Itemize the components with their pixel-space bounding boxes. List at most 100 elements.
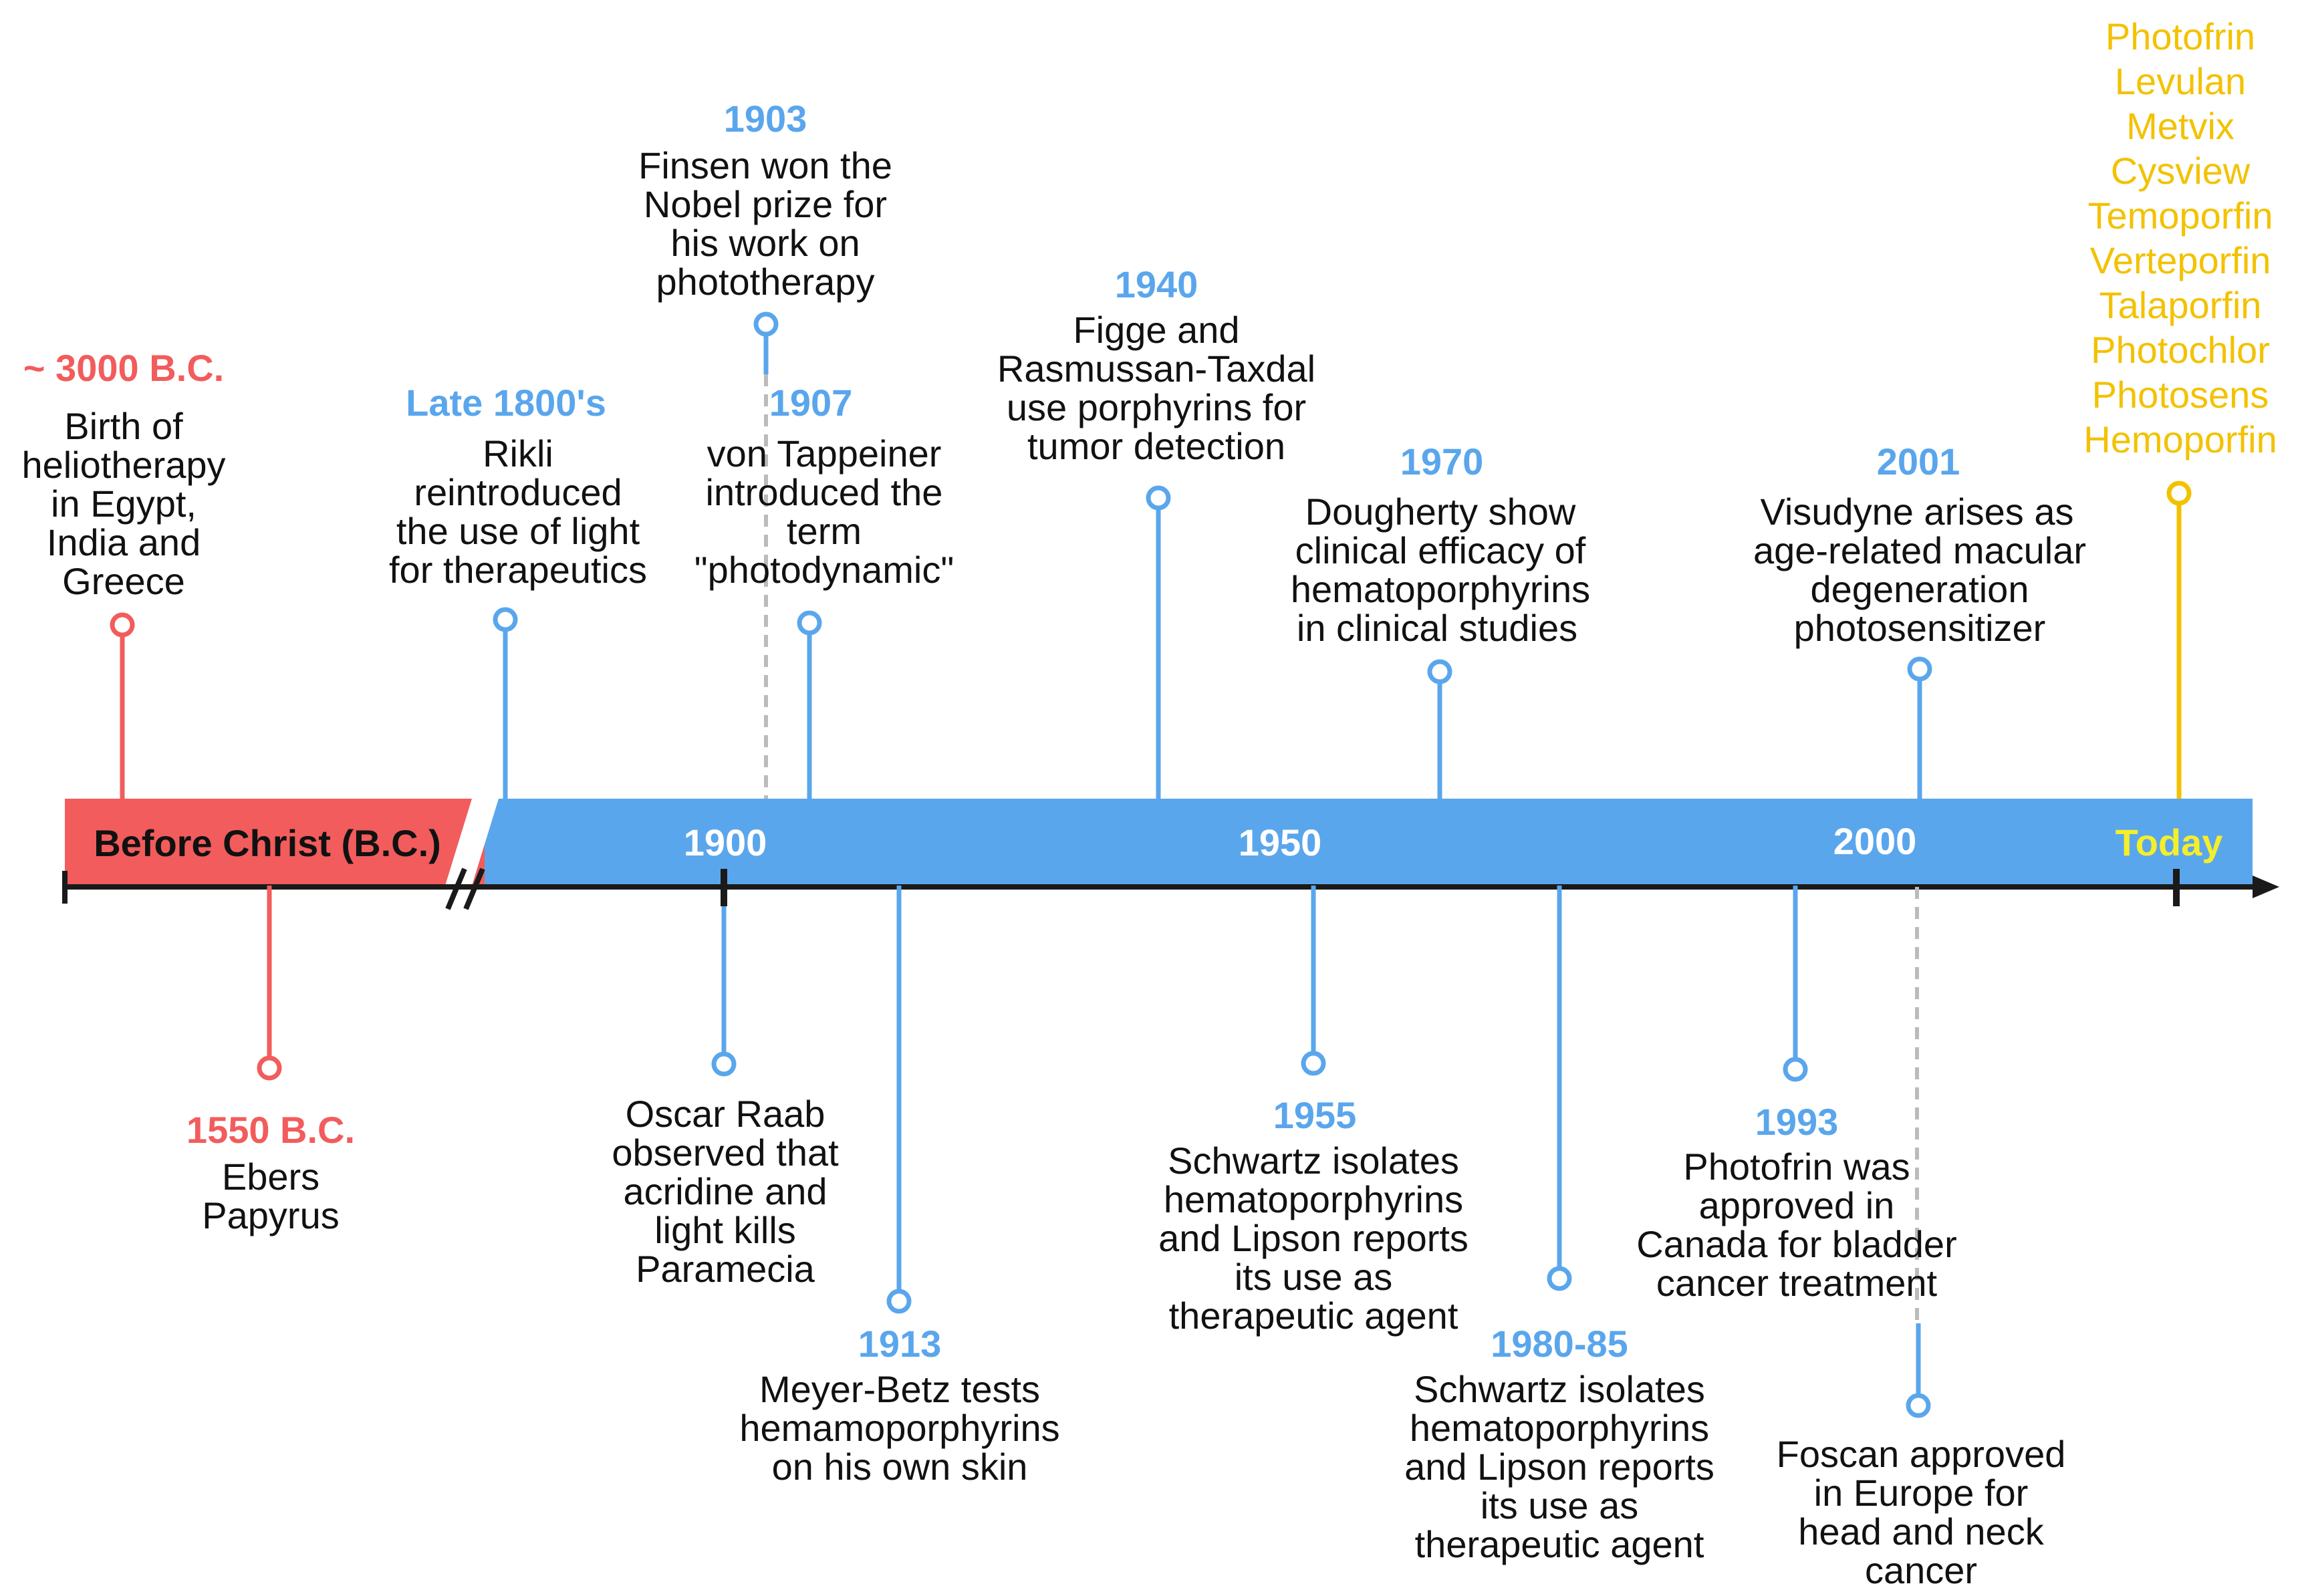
svg-text:heliotherapy: heliotherapy — [21, 444, 225, 486]
svg-text:in Egypt,: in Egypt, — [51, 483, 197, 525]
axis-label-1950: 1950 — [1239, 821, 1322, 863]
svg-text:Figge and: Figge and — [1073, 309, 1239, 351]
event-text-1907: von Tappeiner introduced the term "photo… — [694, 432, 954, 591]
drug-item: Photosens — [2092, 374, 2269, 416]
axis-arrow-icon — [2253, 876, 2279, 898]
svg-text:Schwartz isolates: Schwartz isolates — [1168, 1140, 1459, 1182]
drug-item: Metvix — [2126, 105, 2235, 147]
axis-label-2000: 2000 — [1833, 820, 1917, 862]
event-text-2001: Visudyne arises as age-related macular d… — [1753, 491, 2086, 649]
svg-text:tumor detection: tumor detection — [1027, 425, 1285, 467]
svg-text:term: term — [787, 510, 862, 552]
svg-text:von Tappeiner: von Tappeiner — [707, 432, 942, 475]
marker-1980 — [1547, 886, 1572, 1291]
event-year-1913: 1913 — [858, 1323, 942, 1365]
marker-1993 — [1783, 886, 1808, 1082]
drug-item: Cysview — [2111, 150, 2251, 192]
svg-text:observed that: observed that — [612, 1132, 839, 1174]
svg-text:India and: India and — [47, 521, 201, 563]
svg-text:Photofrin was: Photofrin was — [1683, 1146, 1910, 1188]
svg-text:Greece: Greece — [62, 560, 185, 602]
svg-text:hematoporphyrins: hematoporphyrins — [1291, 568, 1590, 610]
svg-text:Ebers: Ebers — [222, 1156, 320, 1198]
marker-1940 — [1146, 485, 1171, 799]
marker-bc3000 — [110, 612, 135, 799]
event-text-foscan: Foscan approved in Europe for head and n… — [1777, 1433, 2066, 1591]
event-text-1913: Meyer-Betz tests hemamoporphyrins on his… — [739, 1368, 1059, 1488]
event-year-2001: 2001 — [1877, 440, 1960, 483]
svg-text:degeneration: degeneration — [1811, 568, 2029, 610]
marker-1970 — [1427, 659, 1452, 799]
svg-text:Schwartz isolates: Schwartz isolates — [1414, 1368, 1705, 1410]
svg-text:introduced the: introduced the — [706, 471, 943, 513]
svg-text:and Lipson reports: and Lipson reports — [1404, 1446, 1714, 1488]
event-year-1955: 1955 — [1273, 1094, 1357, 1136]
svg-text:"photodynamic": "photodynamic" — [694, 549, 954, 591]
marker-bc1550 — [257, 886, 282, 1081]
drug-item: Verteporfin — [2090, 239, 2271, 281]
band-break — [445, 799, 499, 886]
svg-text:approved in: approved in — [1699, 1184, 1895, 1226]
bc-band — [65, 799, 493, 886]
drug-item: Photofrin — [2105, 15, 2255, 57]
svg-text:cancer treatment: cancer treatment — [1656, 1262, 1938, 1304]
svg-text:Dougherty show: Dougherty show — [1305, 491, 1576, 533]
axis-break-mark-1 — [445, 868, 467, 910]
marker-1900 — [711, 906, 737, 1077]
event-year-1993: 1993 — [1755, 1101, 1839, 1143]
event-year-1970: 1970 — [1400, 440, 1484, 483]
event-year-1980: 1980-85 — [1491, 1323, 1628, 1365]
event-text-1980: Schwartz isolates hematoporphyrins and L… — [1404, 1368, 1714, 1565]
svg-text:Finsen won the: Finsen won the — [638, 144, 892, 186]
svg-text:his work on: his work on — [670, 222, 860, 264]
svg-text:phototherapy: phototherapy — [656, 261, 875, 303]
axis-break-mark-2 — [463, 868, 485, 910]
svg-text:on his own skin: on his own skin — [772, 1446, 1028, 1488]
event-text-late1800: Rikli reintroduced the use of light for … — [389, 432, 647, 591]
axis-label-1900: 1900 — [684, 821, 767, 863]
marker-foscan — [1906, 1323, 1931, 1418]
event-text-1970: Dougherty show clinical efficacy of hema… — [1291, 491, 1590, 649]
svg-text:head and neck: head and neck — [1798, 1510, 2044, 1553]
svg-text:reintroduced: reintroduced — [414, 471, 622, 513]
svg-text:Papyrus: Papyrus — [202, 1194, 339, 1236]
svg-text:light kills: light kills — [654, 1209, 796, 1251]
svg-text:therapeutic agent: therapeutic agent — [1415, 1523, 1704, 1565]
marker-1907 — [797, 610, 822, 799]
svg-text:photosensitizer: photosensitizer — [1794, 607, 2046, 649]
event-year-bc1550: 1550 B.C. — [186, 1109, 355, 1151]
svg-text:therapeutic agent: therapeutic agent — [1169, 1295, 1458, 1337]
marker-late1800 — [493, 607, 518, 799]
drug-item: Photochlor — [2091, 329, 2270, 371]
svg-text:Meyer-Betz tests: Meyer-Betz tests — [759, 1368, 1040, 1410]
marker-1903 — [753, 311, 779, 374]
svg-text:Rasmussan-Taxdal: Rasmussan-Taxdal — [997, 348, 1315, 390]
drug-item: Talaporfin — [2099, 284, 2262, 326]
svg-text:age-related macular: age-related macular — [1753, 529, 2086, 571]
svg-text:acridine and: acridine and — [623, 1170, 827, 1212]
axis-label-bc: Before Christ (B.C.) — [94, 822, 441, 864]
event-text-bc3000: Birth of heliotherapy in Egypt, India an… — [21, 405, 225, 602]
event-text-1993: Photofrin was approved in Canada for bla… — [1636, 1146, 1956, 1304]
svg-text:its use as: its use as — [1235, 1256, 1393, 1298]
marker-1955 — [1301, 886, 1326, 1076]
drug-item: Hemoporfin — [2083, 418, 2277, 460]
svg-text:Foscan approved: Foscan approved — [1777, 1433, 2066, 1475]
svg-text:Oscar Raab: Oscar Raab — [626, 1093, 825, 1135]
svg-text:Canada for bladder: Canada for bladder — [1636, 1223, 1956, 1265]
svg-text:hemamoporphyrins: hemamoporphyrins — [739, 1407, 1059, 1449]
svg-text:and Lipson reports: and Lipson reports — [1158, 1217, 1469, 1259]
svg-text:hematoporphyrins: hematoporphyrins — [1164, 1178, 1463, 1220]
event-text-1900: Oscar Raab observed that acridine and li… — [612, 1093, 839, 1290]
event-year-late1800: Late 1800's — [406, 382, 606, 424]
svg-text:Visudyne arises as: Visudyne arises as — [1761, 491, 2074, 533]
event-year-1903: 1903 — [724, 98, 807, 140]
drug-item: Levulan — [2115, 60, 2246, 102]
svg-text:for therapeutics: for therapeutics — [389, 549, 647, 591]
svg-text:clinical efficacy of: clinical efficacy of — [1295, 529, 1586, 571]
svg-text:hematoporphyrins: hematoporphyrins — [1410, 1407, 1709, 1449]
modern-band — [485, 799, 2253, 886]
svg-text:use porphyrins for: use porphyrins for — [1007, 386, 1306, 428]
svg-text:Rikli: Rikli — [483, 432, 553, 475]
marker-2001 — [1907, 656, 1932, 799]
